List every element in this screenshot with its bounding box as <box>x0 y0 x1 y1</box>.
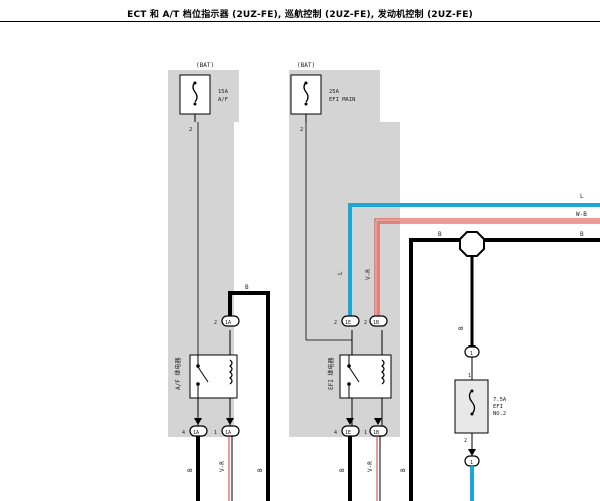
connector-af-br-id: 1A <box>225 430 231 436</box>
wire-label-l-top: L <box>580 193 584 200</box>
fuse-af-rating: 15A <box>218 89 229 95</box>
diagram-header: ECT 和 A/T 档位指示器 (2UZ-FE), 巡航控制 (2UZ-FE),… <box>0 0 600 22</box>
relay-efi-pin-in-left: 2 <box>334 320 337 326</box>
wire-label-efi-vr: V-R <box>367 461 374 472</box>
diagram-title: ECT 和 A/T 档位指示器 (2UZ-FE), 巡航控制 (2UZ-FE),… <box>127 10 473 20</box>
connector-af-bl-id: 1A <box>193 430 199 436</box>
relay-box-af <box>189 354 238 399</box>
relay-af-pin-out-right: 1 <box>214 430 217 436</box>
relay-switch-icon <box>197 366 209 383</box>
fuse-symbol-icon <box>468 389 476 415</box>
fuse-efi-no2 <box>454 379 489 434</box>
connector-efi-bottom-right <box>369 425 388 437</box>
wire-label-af-b2: B <box>257 468 264 472</box>
splice-junction-icon <box>459 231 485 257</box>
wire-label-b-af-top: B <box>245 284 249 291</box>
connector-efi-tr-id: 1B <box>373 320 379 326</box>
relay-efi-pin-out-left: 4 <box>334 430 337 436</box>
fuse-efi-main <box>290 74 322 122</box>
fuse-af-pin: 2 <box>189 127 192 133</box>
fuse-efi2-name2: NO.2 <box>493 411 506 417</box>
wire-label-b-splice: B <box>458 326 465 330</box>
fuse-efi-main-name: EFI MAIN <box>329 97 356 103</box>
wire-label-efi-b2: B <box>400 468 407 472</box>
connector-efi-bl-id: 1E <box>345 430 351 436</box>
relay-af-pin-out-left: 4 <box>182 430 185 436</box>
wire-label-efi-b: B <box>339 468 346 472</box>
relay-efi-pin-in-right: 2 <box>364 320 367 326</box>
connector-af-bottom-right <box>221 425 240 437</box>
bat-label-2: (BAT) <box>297 62 315 69</box>
relay-af-pin-in: 2 <box>214 320 217 326</box>
wire-label-b-top1: B <box>438 231 442 238</box>
wire-black-b-af <box>228 291 270 501</box>
connector-af-top <box>221 315 240 327</box>
connector-af-top-id: 1A <box>225 320 231 326</box>
wire-label-af-vr: V-R <box>219 461 226 472</box>
fuse-efi2-pin-bottom: 2 <box>464 438 467 444</box>
wire-black-b-main <box>409 238 462 501</box>
connector-efi-tl-id: 1E <box>345 320 351 326</box>
fuse-efi2-rating: 7.5A <box>493 397 507 403</box>
wire-label-b-top2: B <box>580 231 584 238</box>
fuse-af <box>179 74 211 122</box>
relay-coil-icon <box>381 359 385 385</box>
relay-efi-label: EFI 继电器 <box>327 358 335 390</box>
fuse-efi-main-pin: 2 <box>300 127 303 133</box>
splice-pin-top: 1 <box>470 351 473 357</box>
fuse-efi2-pin-top: 1 <box>468 373 471 379</box>
wire-label-l-side: L <box>337 271 344 275</box>
splice-pin-bottom: 1 <box>470 460 473 466</box>
wire-blue-l <box>348 203 600 320</box>
connector-efi-br-id: 1B <box>373 430 379 436</box>
connector-efi-top-right <box>369 315 388 327</box>
wire-label-vr: V-R <box>365 269 372 280</box>
relay-switch-icon <box>348 366 360 383</box>
fuse-symbol-icon <box>303 81 309 103</box>
bat-label-1: (BAT) <box>196 62 214 69</box>
fuse-efi2-name: EFI <box>493 404 503 410</box>
fuse-symbol-icon <box>192 81 198 103</box>
wire-label-wb: W-B <box>576 211 587 218</box>
fuse-af-name: A/F <box>218 97 228 103</box>
wire-label-af-b: B <box>187 468 194 472</box>
fuse-efi-main-rating: 25A <box>329 89 340 95</box>
relay-af-label: A/F 继电器 <box>174 358 182 390</box>
connector-efi-top-left <box>341 315 360 327</box>
relay-coil-icon <box>229 359 233 385</box>
relay-efi-pin-out-right: 1 <box>364 430 367 436</box>
